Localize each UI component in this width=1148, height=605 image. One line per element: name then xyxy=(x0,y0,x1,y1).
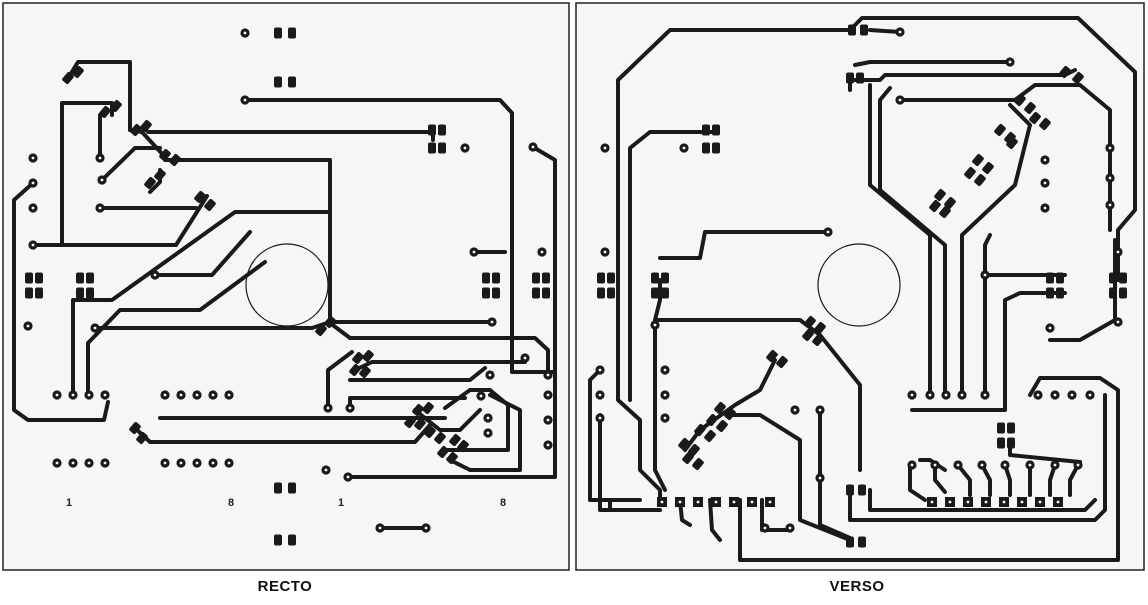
verso-mounting-hole xyxy=(817,243,901,327)
recto-caption: RECTO xyxy=(257,578,313,595)
ic2-pin-8-label: 8 xyxy=(500,497,506,509)
recto-board-outline xyxy=(2,2,570,571)
ic1-pin-8-label: 8 xyxy=(228,497,234,509)
verso-board-outline xyxy=(575,2,1145,571)
verso-board xyxy=(575,2,1145,571)
verso-caption: VERSO xyxy=(829,578,885,595)
recto-mounting-hole xyxy=(245,243,329,327)
recto-board: 1 8 1 8 xyxy=(2,2,570,571)
ic2-pin-1-label: 1 xyxy=(338,497,344,509)
ic1-pin-1-label: 1 xyxy=(66,497,72,509)
